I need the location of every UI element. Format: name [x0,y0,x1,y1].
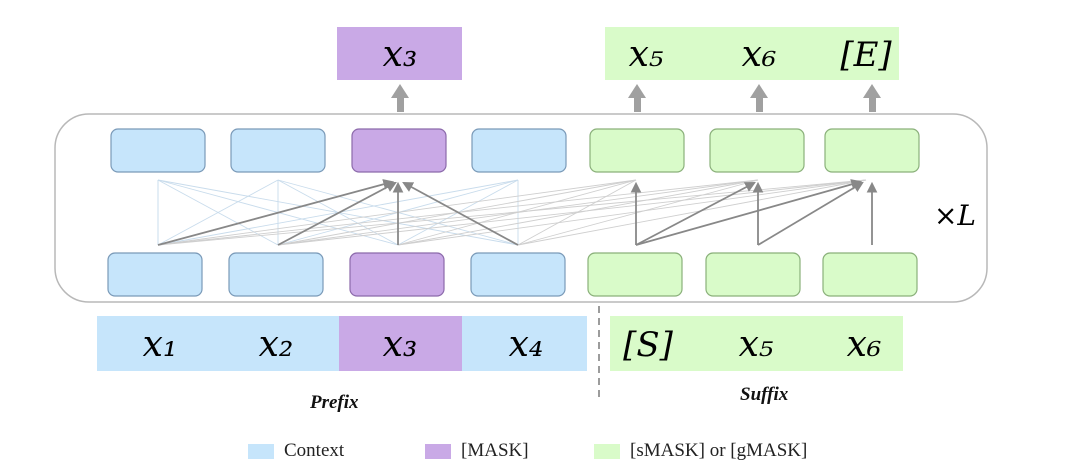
legend-span: [sMASK] or [gMASK] [594,438,807,464]
bottom-unit-span-1 [587,252,683,297]
mask-attention-arrows [157,179,519,246]
top-unit-span-2 [709,128,805,173]
span-attention-arrows [630,179,878,246]
bottom-unit-context-2 [228,252,324,297]
input-token-x5: x₅ [739,324,774,365]
input-token-x6: x₆ [847,324,882,365]
suffix-label: Suffix [740,384,789,405]
input-token-start: [S] [623,325,674,365]
bottom-unit-span-3 [822,252,918,297]
input-prefix-mask-box [339,316,462,371]
top-unit-context-1 [110,128,206,173]
top-unit-context-2 [230,128,326,173]
input-token-x3: x₃ [383,324,418,365]
input-token-x1: x₁ [143,324,178,365]
top-hidden-row [110,128,920,173]
output-span-token-x5: x₅ [629,34,664,75]
legend-context-swatch [248,443,274,459]
output-mask-token: x₃ [383,34,418,75]
output-mask-box [337,27,462,80]
bottom-unit-context-1 [107,252,203,297]
legend-mask-swatch [425,443,451,459]
top-unit-mask [351,128,447,173]
bottom-unit-span-2 [705,252,801,297]
top-unit-span-3 [824,128,920,173]
bottom-unit-context-4 [470,252,566,297]
legend-mask: [MASK] [425,438,529,464]
prefix-label: Prefix [310,392,359,413]
legend-span-swatch [594,443,620,459]
output-span-token-end: [E] [840,35,892,75]
bottom-hidden-row [107,252,918,297]
input-token-x4: x₄ [509,324,544,365]
output-arrows [391,84,881,112]
layers-label: ×L [934,199,976,232]
legend-mask-label: [MASK] [461,440,529,461]
legend-span-label: [sMASK] or [gMASK] [630,440,808,461]
legend-context-label: Context [284,440,345,461]
bottom-unit-mask [349,252,445,297]
input-suffix-box [610,316,903,371]
input-token-x2: x₂ [259,324,294,365]
output-span-box [605,27,899,80]
top-unit-context-4 [471,128,567,173]
legend-context: Context [248,438,344,464]
top-unit-span-1 [589,128,685,173]
output-span-token-x6: x₆ [742,34,777,75]
